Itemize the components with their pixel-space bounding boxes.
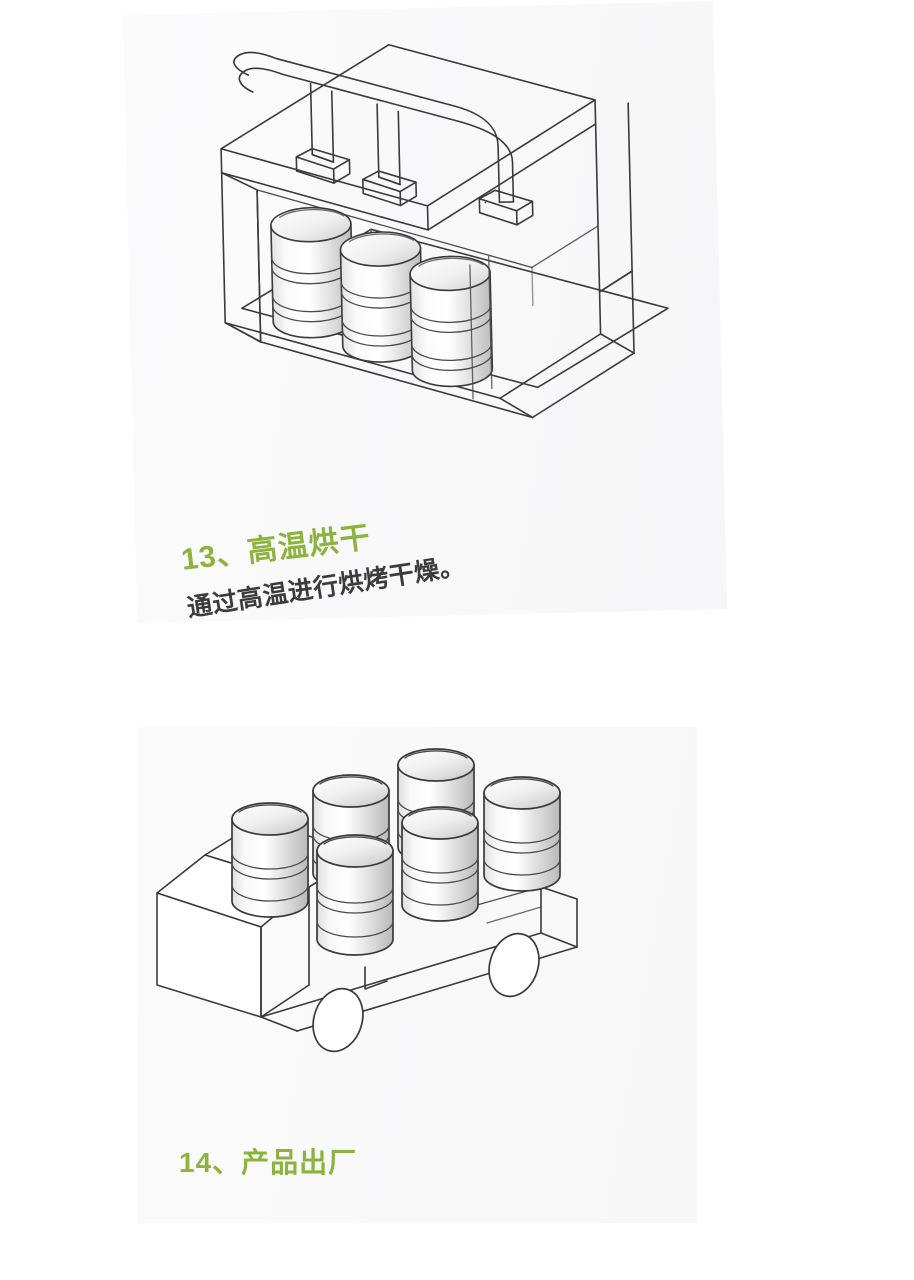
truck-wheel-rear: [488, 932, 540, 998]
step-title-14: 14、产品出厂: [179, 1147, 358, 1178]
barrel: [483, 776, 561, 892]
caption-14: 14、产品出厂: [179, 1147, 357, 1179]
drying-oven-svg: [220, 43, 669, 419]
truck-wheel-front: [312, 987, 364, 1053]
step-card-14: 14、产品出厂: [137, 727, 697, 1223]
heating-nozzle-1: [295, 82, 351, 184]
barrel: [409, 255, 494, 388]
barrel: [401, 806, 479, 922]
drying-oven-illustration: [123, 1, 725, 535]
heating-pipe-manifold: [233, 51, 534, 226]
truck-svg: [156, 748, 578, 1053]
heating-nozzle-2: [362, 103, 418, 207]
heating-nozzle-3: [478, 189, 534, 226]
barrel: [316, 834, 394, 956]
step-card-13: 13、高温烘干 通过高温进行烘烤干燥。: [122, 1, 728, 623]
barrel: [231, 802, 309, 918]
product-shipment-illustration: [137, 727, 697, 1127]
barrel: [339, 231, 424, 363]
